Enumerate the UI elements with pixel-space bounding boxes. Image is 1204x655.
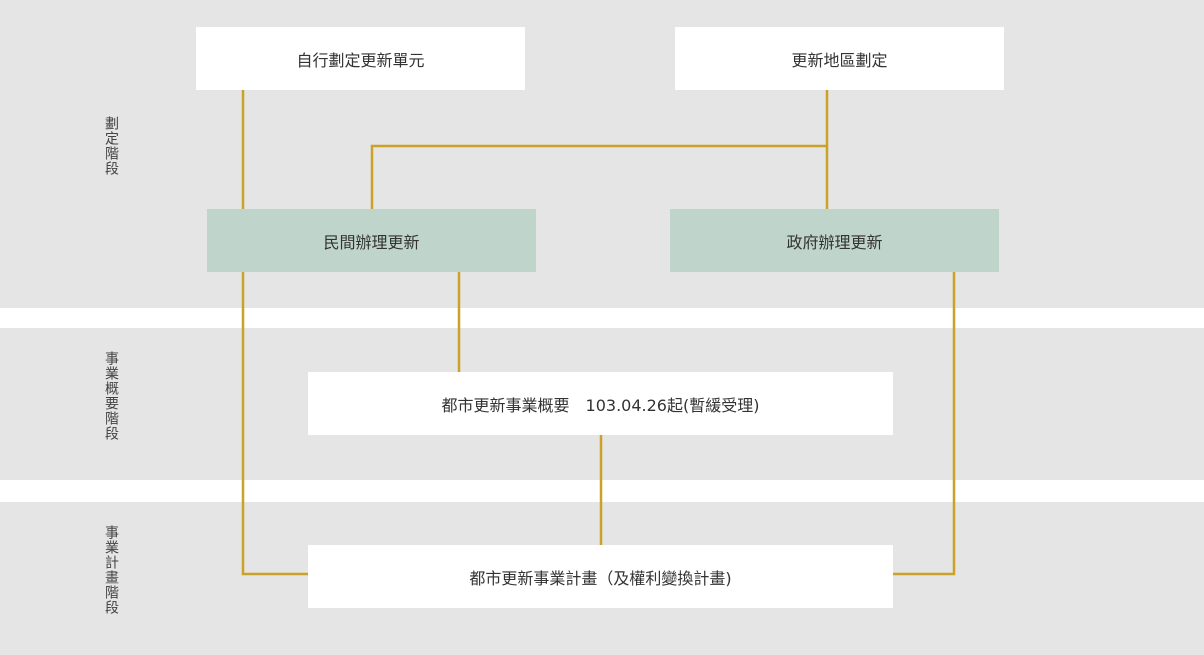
stage-label-plan: 事業計畫階段	[103, 525, 119, 615]
connector-area-to-private	[370, 144, 827, 209]
box-business-plan: 都市更新事業計畫（及權利變換計畫)	[308, 545, 893, 608]
connector-private-to-plan	[241, 272, 308, 576]
box-government-renewal: 政府辦理更新	[670, 209, 999, 272]
box-self-unit: 自行劃定更新單元	[196, 27, 525, 90]
stage-label-overview: 事業概要階段	[103, 351, 119, 441]
box-private-renewal: 民間辦理更新	[207, 209, 536, 272]
connector-government-to-plan	[892, 272, 956, 576]
box-overview: 都市更新事業概要 103.04.26起(暫緩受理)	[308, 372, 893, 435]
stage-label-designation: 劃定階段	[103, 116, 119, 176]
box-area-designation: 更新地區劃定	[675, 27, 1004, 90]
